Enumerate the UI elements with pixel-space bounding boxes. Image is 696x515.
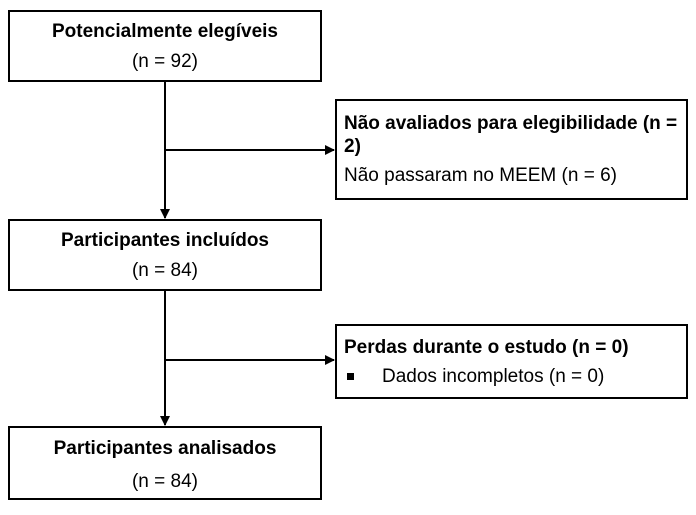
box-not-assessed-detail: Não passaram no MEEM (n = 6) — [344, 165, 617, 186]
box-not-assessed: Não avaliados para elegibilidade (n = 2)… — [335, 99, 688, 200]
box-included: Participantes incluídos (n = 84) — [8, 219, 322, 291]
box-losses-bullet-item: Dados incompletos (n = 0) — [344, 365, 686, 388]
box-losses-title: Perdas durante o estudo (n = 0) — [344, 337, 629, 358]
box-eligible: Potencialmente elegíveis (n = 92) — [8, 10, 322, 82]
box-eligible-count: (n = 92) — [131, 51, 198, 72]
box-included-title: Participantes incluídos — [61, 230, 269, 251]
box-eligible-title: Potencialmente elegíveis — [52, 21, 278, 42]
box-included-count: (n = 84) — [131, 260, 198, 281]
box-losses: Perdas durante o estudo (n = 0) Dados in… — [335, 324, 688, 399]
box-not-assessed-title: Não avaliados para elegibilidade (n = 2) — [344, 113, 678, 157]
box-losses-bullet-text: Dados incompletos (n = 0) — [382, 366, 605, 387]
box-analyzed: Participantes analisados (n = 84) — [8, 426, 322, 500]
box-analyzed-title: Participantes analisados — [53, 438, 277, 459]
box-analyzed-count: (n = 84) — [131, 471, 198, 492]
bullet-square-icon — [347, 373, 354, 380]
